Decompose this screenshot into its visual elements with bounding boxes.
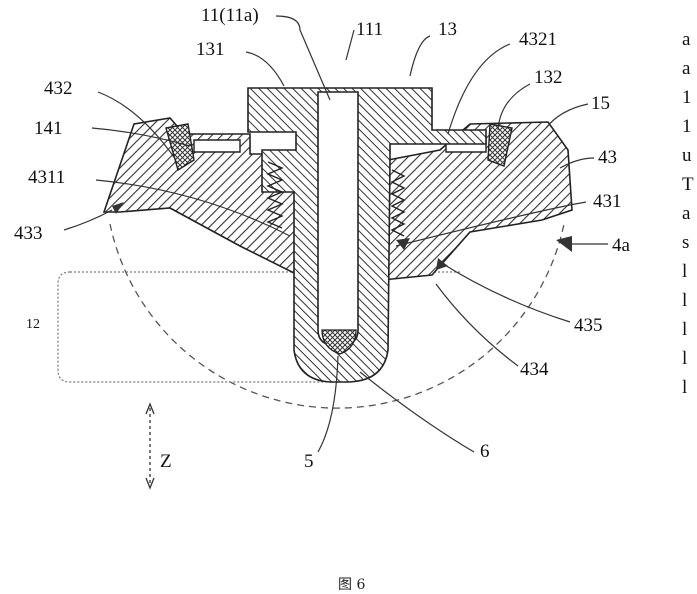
side-char: s (682, 228, 697, 257)
label-433: 433 (14, 224, 43, 243)
label-4321: 4321 (519, 30, 557, 49)
side-char: l (682, 373, 697, 402)
side-char: 1 (682, 112, 697, 141)
side-char: a (682, 54, 697, 83)
label-13: 13 (438, 20, 457, 39)
side-char: l (682, 344, 697, 373)
side-char: a (682, 199, 697, 228)
label-131: 131 (196, 40, 225, 59)
side-char: l (682, 257, 697, 286)
label-12: 12 (26, 318, 40, 332)
side-char: l (682, 286, 697, 315)
side-char: l (682, 315, 697, 344)
label-5: 5 (304, 452, 314, 471)
label-4311: 4311 (28, 168, 65, 187)
side-char: 1 (682, 83, 697, 112)
label-132: 132 (534, 68, 563, 87)
label-435: 435 (574, 316, 603, 335)
label-15: 15 (591, 94, 610, 113)
label-432: 432 (44, 79, 73, 98)
label-11: 11(11a) (201, 6, 259, 25)
label-43: 43 (598, 148, 617, 167)
central-bore-111 (318, 92, 358, 346)
figure-caption: 图 6 (338, 574, 365, 594)
groove-left (194, 140, 240, 152)
label-431: 431 (593, 192, 622, 211)
label-434: 434 (520, 360, 549, 379)
label-6: 6 (480, 442, 490, 461)
label-4a: 4a (612, 236, 630, 255)
side-char: u (682, 141, 697, 170)
label-141: 141 (34, 119, 63, 138)
label-z-axis: Z (160, 452, 172, 471)
cropped-side-text: a a 1 1 u T a s l l l l l (682, 25, 697, 402)
side-char: T (682, 170, 697, 199)
label-111: 111 (356, 20, 383, 39)
region-12-box (58, 272, 462, 382)
z-axis-arrow (146, 404, 154, 488)
side-char: a (682, 25, 697, 54)
